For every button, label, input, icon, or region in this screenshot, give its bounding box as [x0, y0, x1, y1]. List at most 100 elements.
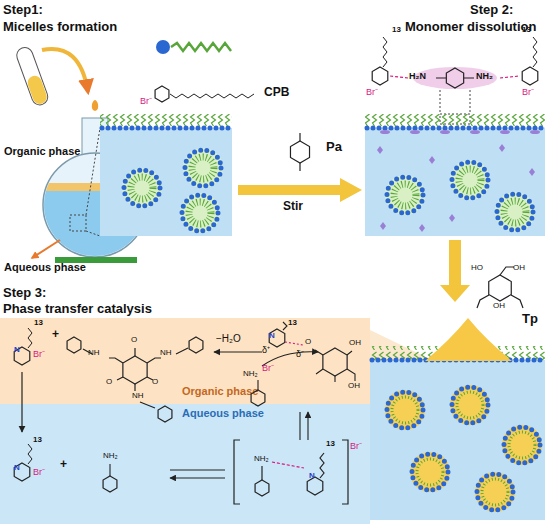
- micelle-box: [100, 128, 232, 236]
- micelle-box: [180, 193, 220, 233]
- phase-label: Organic phase: [4, 146, 80, 157]
- nitrogen-atom: N: [269, 332, 275, 340]
- micelle-box: [429, 156, 435, 164]
- step-heading: Step 3:: [3, 286, 46, 299]
- nitrogen-atom: N: [309, 472, 315, 480]
- amine-group: NH₂: [254, 455, 269, 463]
- imine-group: NH: [132, 392, 144, 400]
- micelle-box: [370, 346, 545, 360]
- micelle-box: [449, 214, 455, 222]
- partial-charge: δ⁺: [262, 346, 270, 355]
- round-flask: [92, 100, 98, 111]
- micelle-box: [377, 146, 383, 154]
- nitrogen-atom: N: [14, 464, 20, 472]
- callout-lines: [440, 90, 470, 114]
- counter-ion: Br⁻: [350, 442, 362, 451]
- micelle-box: [100, 114, 232, 128]
- complex-structure: [372, 67, 388, 85]
- micelle-box: [385, 390, 425, 430]
- micelle-box: [100, 114, 232, 236]
- complex-structure: [383, 37, 537, 67]
- micelle-box: [102, 126, 232, 131]
- step-heading: Step1:: [3, 3, 43, 16]
- imine-group: NH: [160, 349, 172, 357]
- complex-structure: [522, 67, 538, 85]
- plus-sign: +: [52, 328, 59, 340]
- round-flask: [40, 183, 150, 191]
- micelle-box: [410, 130, 420, 134]
- amine-group: NH₂: [243, 370, 258, 378]
- nitrogen-atom: N: [14, 346, 20, 354]
- amine-group: NH₂: [476, 72, 493, 81]
- zoom-shade: [370, 330, 428, 384]
- step-heading: Micelles formation: [3, 20, 117, 33]
- cpb-structure: [155, 86, 254, 102]
- micelle-box: [530, 130, 540, 134]
- amine-group: NH₂: [103, 452, 118, 460]
- chain-length: 13: [522, 26, 531, 34]
- cpb-structure: [170, 94, 254, 98]
- micelle-box: [410, 452, 450, 492]
- round-flask: [40, 183, 150, 261]
- micelle-box: [372, 358, 545, 363]
- compound-name: Tp: [522, 312, 538, 325]
- phase-pointer: [32, 240, 60, 258]
- complex-structure: [372, 37, 538, 89]
- hydroxyl-group: OH: [349, 339, 361, 347]
- phase-label: Aqueous phase: [4, 262, 86, 273]
- hydroxyl-group: HO: [471, 264, 483, 272]
- partial-charge: δ⁻: [296, 350, 304, 359]
- counter-ion: Br⁻: [522, 88, 534, 97]
- round-flask: [82, 118, 108, 160]
- micelle-box: [470, 130, 480, 134]
- complex-structure: [436, 77, 474, 78]
- test-tube: [14, 45, 50, 107]
- chain-length: 13: [392, 26, 401, 34]
- micelle-box: [370, 360, 545, 520]
- micelle-box: [365, 114, 545, 128]
- micelle-box: [450, 385, 490, 425]
- addition-arrow: [440, 240, 470, 302]
- aqueous-phase-band: Aqueous phase: [0, 404, 370, 524]
- carbonyl-oxygen: O: [152, 378, 158, 386]
- hydroxyl-group: OH: [348, 382, 360, 390]
- callout-lines: [70, 215, 86, 231]
- carbonyl-oxygen: O: [305, 338, 311, 346]
- callout-lines: [440, 90, 470, 124]
- chain-length: 13: [288, 319, 297, 327]
- imine-group: NH: [88, 349, 100, 357]
- stir-arrow: [238, 178, 362, 202]
- micelle-box: [419, 224, 425, 232]
- micelle-box: [122, 168, 162, 208]
- hydroxyl-group: OH: [513, 264, 525, 272]
- counter-ion: Br⁻: [140, 97, 152, 106]
- cpb-structure: [155, 86, 169, 102]
- transfer-arrow: [42, 49, 88, 92]
- micelle-box: [367, 126, 545, 131]
- micelle-box: [380, 130, 540, 134]
- counter-ion: Br⁻: [33, 468, 45, 477]
- step-heading: Step 2:: [470, 3, 513, 16]
- surfactant-icon: [156, 40, 170, 54]
- micelle-box: [495, 192, 535, 232]
- pa-structure: [299, 133, 300, 171]
- micelle-box: [183, 148, 223, 188]
- chain-length: 13: [33, 436, 42, 444]
- counter-ion: Br⁻: [33, 350, 45, 359]
- step-heading: Monomer dissolution: [405, 20, 536, 33]
- phase-label: Organic phase: [182, 386, 258, 397]
- round-flask: [40, 100, 150, 263]
- hydroxyl-group: OH: [493, 302, 505, 310]
- round-flask: [40, 191, 150, 261]
- round-flask: [43, 153, 147, 257]
- plus-sign: +: [60, 458, 67, 470]
- callout-lines: [70, 128, 100, 236]
- process-label: Stir: [283, 200, 303, 212]
- complex-structure: [446, 68, 463, 88]
- micelle-box: [450, 160, 490, 200]
- pa-structure: [290, 133, 309, 171]
- test-tube: [14, 45, 50, 107]
- micelle-box: [502, 425, 542, 465]
